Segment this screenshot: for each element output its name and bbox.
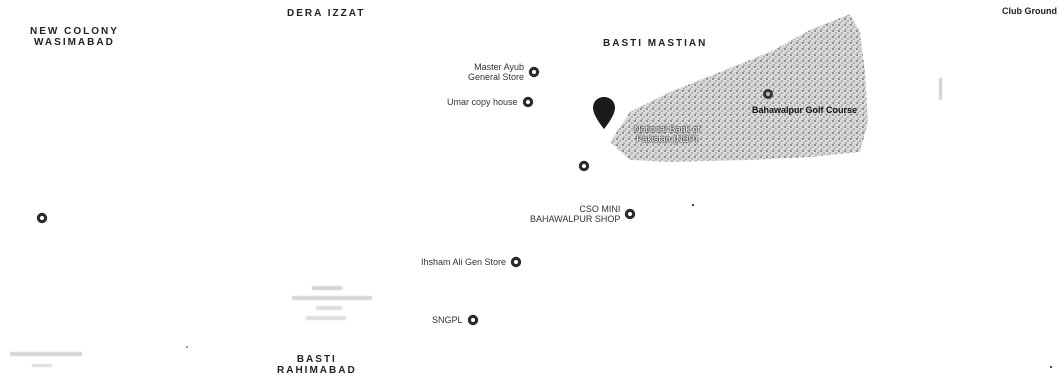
store-pin-icon (528, 66, 540, 78)
poi-cso-mini[interactable]: CSO MINI BAHAWALPUR SHOP (530, 204, 636, 224)
poi-umar-copy-house[interactable]: Umar copy house (447, 96, 534, 108)
golf-course-area[interactable] (610, 12, 870, 162)
map-dot (1050, 366, 1052, 368)
golf-course-texture (610, 14, 868, 162)
faint-map-text (936, 78, 946, 104)
faint-map-text (8, 350, 88, 374)
map-dot (692, 204, 694, 206)
poi-master-ayub[interactable]: Master Ayub General Store (468, 62, 540, 82)
place-pin-icon[interactable] (578, 160, 590, 172)
store-pin-icon (510, 256, 522, 268)
selected-location-marker-icon[interactable] (592, 96, 616, 130)
store-pin-icon (624, 208, 636, 220)
poi-umar-copy-house-label: Umar copy house (447, 97, 518, 107)
faint-map-text (272, 284, 392, 328)
area-basti-mastian: BASTI MASTIAN (603, 38, 708, 49)
golf-pin-icon[interactable] (762, 88, 774, 100)
bank-label: National Bank of Pakistan (NBP) (634, 124, 701, 144)
golf-course-label: Bahawalpur Golf Course (752, 105, 858, 115)
poi-cso-mini-label: CSO MINI BAHAWALPUR SHOP (530, 204, 621, 224)
area-club-ground: Club Ground (1002, 6, 1057, 16)
poi-sngpl-label: SNGPL (432, 315, 463, 325)
map-dot (186, 346, 188, 348)
store-pin-icon (522, 96, 534, 108)
area-dera-izzat: DERA IZZAT (287, 8, 366, 19)
area-new-colony-wasimabad: NEW COLONY WASIMABAD (30, 26, 119, 48)
poi-sngpl[interactable]: SNGPL (432, 314, 479, 326)
poi-ihsham-ali-label: Ihsham Ali Gen Store (421, 257, 507, 267)
office-pin-icon (467, 314, 479, 326)
area-basti-rahimabad: BASTI RAHIMABAD (277, 354, 357, 376)
poi-ihsham-ali[interactable]: Ihsham Ali Gen Store (421, 256, 522, 268)
place-pin-icon[interactable] (36, 212, 48, 224)
poi-master-ayub-label: Master Ayub General Store (468, 62, 525, 82)
